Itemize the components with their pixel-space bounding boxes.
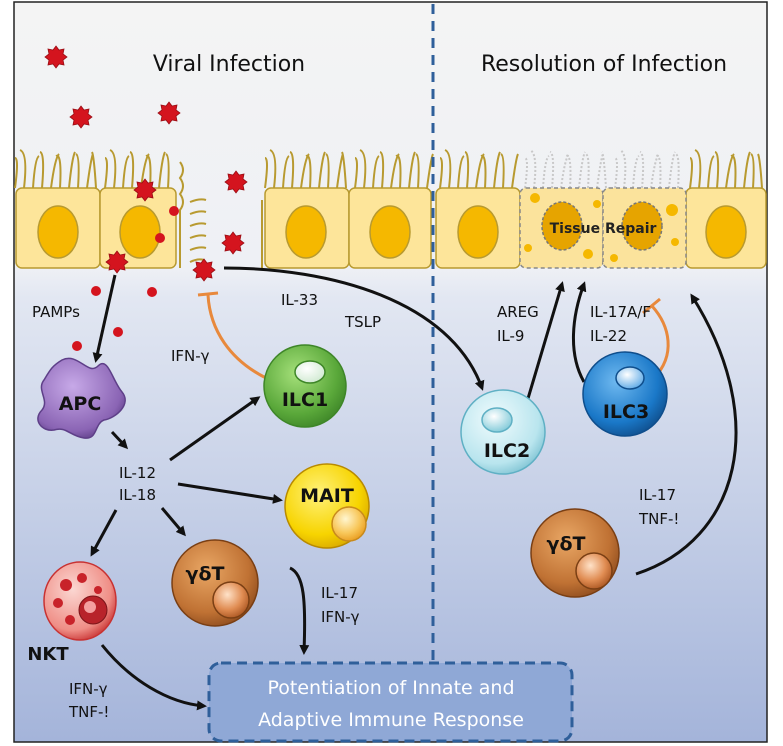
arrow-ilc2-to-repair (522, 281, 565, 413)
arrow-il-to-nkt (90, 509, 118, 557)
mait-label: MAIT (300, 485, 354, 507)
apc-cell: APC (37, 357, 126, 439)
mait-cell: MAIT (284, 463, 370, 549)
pamps-label: PAMPs (32, 303, 80, 321)
il12-label: IL-12 (119, 464, 156, 482)
epithelium-left (15, 187, 432, 269)
ilc2-cell: ILC2 (460, 389, 546, 475)
arrow-pamp-to-apc (92, 274, 117, 363)
arrow-apc-to-il12 (110, 430, 129, 450)
tissue-repair-label: Tissue Repair (550, 221, 657, 237)
il18-label: IL-18 (119, 486, 156, 504)
cytokine-labels: PAMPs IFN-γ IL-33 TSLP IL-12 IL-18 IL-17… (32, 291, 679, 721)
right-panel-title: Resolution of Infection (481, 52, 727, 77)
il33-label: IL-33 (281, 291, 318, 309)
outcome-box: Potentiation of Innate and Adaptive Immu… (207, 661, 574, 743)
infected-cell (178, 161, 263, 268)
tnf-nkt-label: TNF-! (68, 703, 109, 721)
arrow-nkt-to-outcome (100, 644, 207, 711)
tnf-right-label: TNF-! (638, 510, 679, 528)
arrow-mait-gdt-to-outcome (289, 566, 310, 655)
il17af-label: IL-17A/F (590, 303, 651, 321)
nkt-cell: NKT (27, 561, 117, 665)
ifn-gamma-ilc1-label: IFN-γ (171, 347, 210, 365)
arrow-il-to-mait (177, 482, 283, 504)
outcome-line2: Adaptive Immune Response (258, 709, 524, 731)
epithelium-right (435, 187, 767, 269)
arrows (90, 266, 738, 711)
arrow-il-to-ilc1 (169, 396, 261, 462)
nkt-label: NKT (27, 644, 69, 665)
il17-mid-label: IL-17 (321, 584, 358, 602)
il22-label: IL-22 (590, 327, 627, 345)
ifn-gamma-nkt-label: IFN-γ (69, 680, 108, 698)
il17-right-label: IL-17 (639, 486, 676, 504)
ilc1-label: ILC1 (282, 389, 328, 411)
ilc2-label: ILC2 (484, 440, 530, 462)
gamma-delta-t-cell-right: γδT (530, 508, 620, 598)
ilc3-cell: ILC3 (582, 351, 668, 437)
gamma-delta-t-cell-left: γδT (171, 539, 259, 627)
damaged-microvilli (524, 149, 680, 189)
ilc3-label: ILC3 (603, 401, 649, 423)
tslp-label: TSLP (344, 313, 381, 331)
il9-label: IL-9 (497, 327, 524, 345)
ifn-gamma-mid-label: IFN-γ (321, 608, 360, 626)
areg-label: AREG (497, 303, 539, 321)
apc-label: APC (59, 393, 102, 415)
repairing-cells (519, 187, 687, 269)
ilc1-cell: ILC1 (263, 344, 347, 428)
gdt-right-label: γδT (547, 533, 586, 555)
left-panel-title: Viral Infection (153, 52, 305, 77)
arrow-gdt-right-to-repair (635, 293, 738, 576)
pamp-dots (72, 206, 179, 351)
gdt-left-label: γδT (186, 563, 225, 585)
microvilli (14, 149, 763, 189)
arrow-il33-to-ilc2 (223, 266, 485, 391)
outcome-line1: Potentiation of Innate and (268, 677, 515, 699)
arrow-ilc3-to-repair (571, 281, 587, 383)
arrow-il-to-gdt (160, 507, 186, 537)
